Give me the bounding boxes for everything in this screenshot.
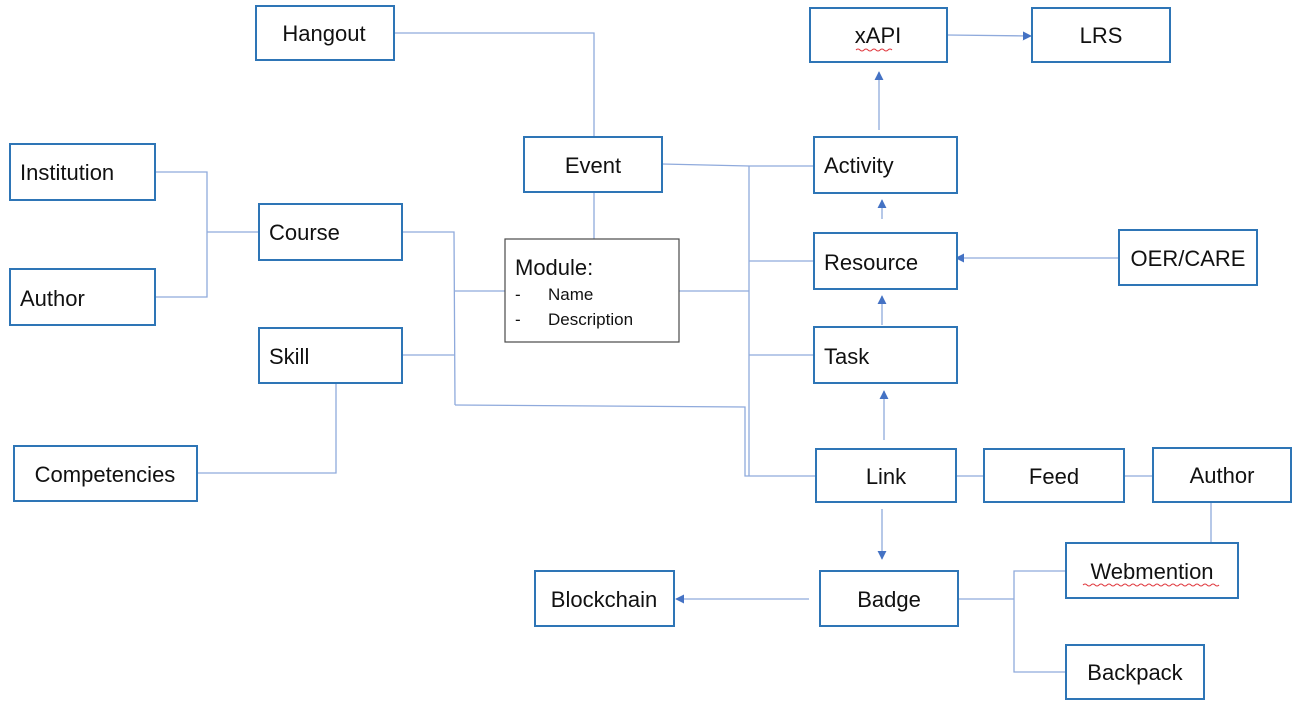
- node-event-label: Event: [565, 153, 621, 178]
- connectors: [155, 31, 1212, 673]
- edge-institution-author-course: [155, 171, 259, 298]
- node-lrs-label: LRS: [1080, 23, 1123, 48]
- node-feed: Feed: [983, 448, 1125, 503]
- edge-hangout-event: [394, 32, 595, 137]
- node-hangout-label: Hangout: [282, 21, 365, 46]
- node-task: Task: [813, 326, 958, 384]
- node-skill: Skill: [258, 327, 403, 384]
- node-oer-care: OER/CARE: [1118, 229, 1258, 286]
- node-xapi: xAPI: [809, 7, 948, 63]
- node-webmention-label: Webmention: [1090, 559, 1213, 584]
- node-event: Event: [523, 136, 663, 193]
- node-competencies: Competencies: [13, 445, 198, 502]
- node-link: Link: [815, 448, 957, 503]
- node-skill-label: Skill: [269, 344, 309, 369]
- node-activity-label: Activity: [824, 153, 894, 178]
- edge-course-junction: [402, 231, 456, 406]
- edge-event-activity: [661, 163, 814, 167]
- node-course-label: Course: [269, 220, 340, 245]
- node-hangout: Hangout: [255, 5, 395, 61]
- node-resource: Resource: [813, 232, 958, 290]
- node-author-right-label: Author: [1190, 463, 1255, 488]
- node-module: Module: - Name - Description: [504, 238, 680, 343]
- module-bullet-name: -: [515, 285, 521, 304]
- node-webmention: Webmention: [1065, 542, 1239, 599]
- node-course: Course: [258, 203, 403, 261]
- arrow-xapi-lrs: [946, 31, 1032, 41]
- node-backpack-label: Backpack: [1087, 660, 1183, 685]
- node-blockchain-label: Blockchain: [551, 587, 657, 612]
- edge-badge-webmention-backpack: [958, 570, 1066, 673]
- edge-skill-competencies: [197, 383, 337, 474]
- node-oer-care-label: OER/CARE: [1131, 246, 1246, 271]
- node-institution: Institution: [9, 143, 156, 201]
- spellcheck-underline-xapi: [855, 48, 893, 52]
- edge-bottom-bus: [454, 404, 816, 477]
- node-author-left: Author: [9, 268, 156, 326]
- module-bullet-description: -: [515, 310, 521, 329]
- node-module-label: Module:: [515, 255, 593, 280]
- node-activity: Activity: [813, 136, 958, 194]
- module-field-name: Name: [548, 285, 593, 304]
- node-author-left-label: Author: [20, 286, 85, 311]
- node-task-label: Task: [824, 344, 870, 369]
- node-lrs: LRS: [1031, 7, 1171, 63]
- node-blockchain: Blockchain: [534, 570, 675, 627]
- node-link-label: Link: [866, 464, 907, 489]
- node-author-right: Author: [1152, 447, 1292, 503]
- module-field-description: Description: [548, 310, 633, 329]
- node-badge: Badge: [819, 570, 959, 627]
- node-resource-label: Resource: [824, 250, 918, 275]
- node-backpack: Backpack: [1065, 644, 1205, 700]
- node-feed-label: Feed: [1029, 464, 1079, 489]
- node-badge-label: Badge: [857, 587, 921, 612]
- node-xapi-label: xAPI: [855, 23, 901, 48]
- node-institution-label: Institution: [20, 160, 114, 185]
- node-competencies-label: Competencies: [35, 462, 176, 487]
- spellcheck-underline-webmention: [1082, 583, 1220, 587]
